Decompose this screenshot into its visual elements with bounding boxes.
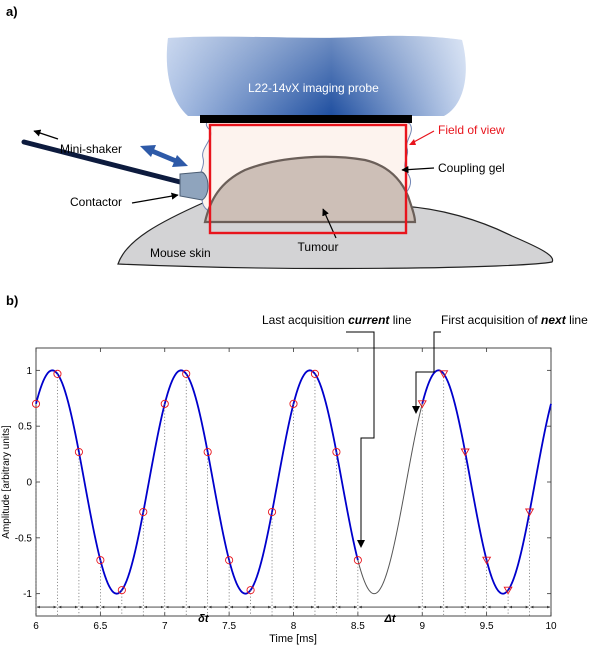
sample-marker-circle xyxy=(289,399,298,408)
x-tick-label: 10 xyxy=(545,621,557,632)
sample-marker-circle xyxy=(96,556,105,565)
x-tick-label: 9.5 xyxy=(480,621,494,632)
sample-marker-circle xyxy=(74,447,83,457)
last-acquisition-callout xyxy=(346,331,375,546)
sample-marker-circle xyxy=(31,399,41,408)
x-tick-label: 6.5 xyxy=(93,621,107,632)
probe-face xyxy=(200,115,412,123)
tumour-label: Tumour xyxy=(298,240,339,254)
x-axis-label: Time [ms] xyxy=(269,633,317,645)
contactor-shape xyxy=(179,171,209,201)
sample-marker-circle xyxy=(182,369,191,378)
x-tick-label: 9 xyxy=(419,621,425,632)
x-tick-label: 7 xyxy=(162,621,168,632)
sample-marker-triangle xyxy=(439,370,449,379)
sample-marker-circle xyxy=(310,369,320,378)
x-tick-label: 6 xyxy=(33,621,39,632)
waveform-current xyxy=(35,369,359,595)
x-tick-label: 8 xyxy=(291,621,297,632)
sample-marker-circle xyxy=(117,586,126,595)
x-tick-label: 7.5 xyxy=(222,621,236,632)
panel-a-label: a) xyxy=(6,4,18,19)
y-tick-label: -0.5 xyxy=(15,533,33,544)
delta-small-label: δt xyxy=(198,613,210,625)
contactor-label: Contactor xyxy=(70,195,122,209)
annotation-first-acquisition: First acquisition of next line xyxy=(441,313,588,327)
x-tick-label: 8.5 xyxy=(351,621,365,632)
probe-label: L22-14vX imaging probe xyxy=(248,81,379,95)
contactor-pointer xyxy=(131,192,179,204)
mini-shaker-rod xyxy=(21,139,187,186)
mini-shaker-label: Mini-shaker xyxy=(60,142,122,156)
sample-marker-circle xyxy=(203,447,212,457)
panel-b: b) Last acquisition current line First a… xyxy=(1,293,588,645)
sample-marker-triangle xyxy=(482,556,492,565)
y-tick-label: 0 xyxy=(26,478,32,489)
first-acquisition-callout xyxy=(415,331,441,412)
plot-layer: 6 6.5 7 7.5 8 8.5 9 9.5 10 1 0.5 0 -0.5 -1 δt Δt xyxy=(15,348,557,632)
coupling-gel-pointer xyxy=(401,166,435,174)
field-of-view-label: Field of view xyxy=(438,123,505,137)
sample-marker-circle xyxy=(225,556,234,565)
sample-marker-triangle xyxy=(524,508,535,517)
delta-large-label: Δt xyxy=(384,613,397,625)
tumour-shape xyxy=(203,155,417,224)
plot-frame xyxy=(35,347,552,617)
panel-a: a) Mouse skin Tumour L22-14vX imaging pr… xyxy=(6,4,554,270)
coupling-gel-label: Coupling gel xyxy=(438,161,505,175)
motion-direction-arrow xyxy=(140,145,188,167)
y-tick-label: 1 xyxy=(26,366,32,377)
sample-marker-circle xyxy=(160,399,169,408)
sample-marker-circle xyxy=(353,556,362,565)
mini-shaker-pointer xyxy=(33,129,59,140)
sample-marker-circle xyxy=(332,447,341,457)
waveform-gap xyxy=(357,403,423,595)
sample-marker-triangle xyxy=(460,448,470,457)
field-of-view-box xyxy=(208,123,408,235)
mouse-skin-label: Mouse skin xyxy=(150,246,211,260)
sample-marker-circle xyxy=(53,369,62,378)
annotation-last-acquisition: Last acquisition current line xyxy=(262,313,412,327)
y-tick-label: -1 xyxy=(23,589,32,600)
sample-marker-circle xyxy=(267,507,277,517)
y-tick-label: 0.5 xyxy=(18,422,32,433)
panel-b-label: b) xyxy=(6,293,18,308)
field-of-view-pointer xyxy=(411,130,435,144)
sample-marker-circle xyxy=(246,586,255,595)
sample-marker-triangle xyxy=(503,586,513,595)
y-axis-label: Amplitude [arbitrary units] xyxy=(1,425,12,539)
sample-marker-circle xyxy=(139,507,148,517)
sample-marker-triangle xyxy=(417,400,427,409)
